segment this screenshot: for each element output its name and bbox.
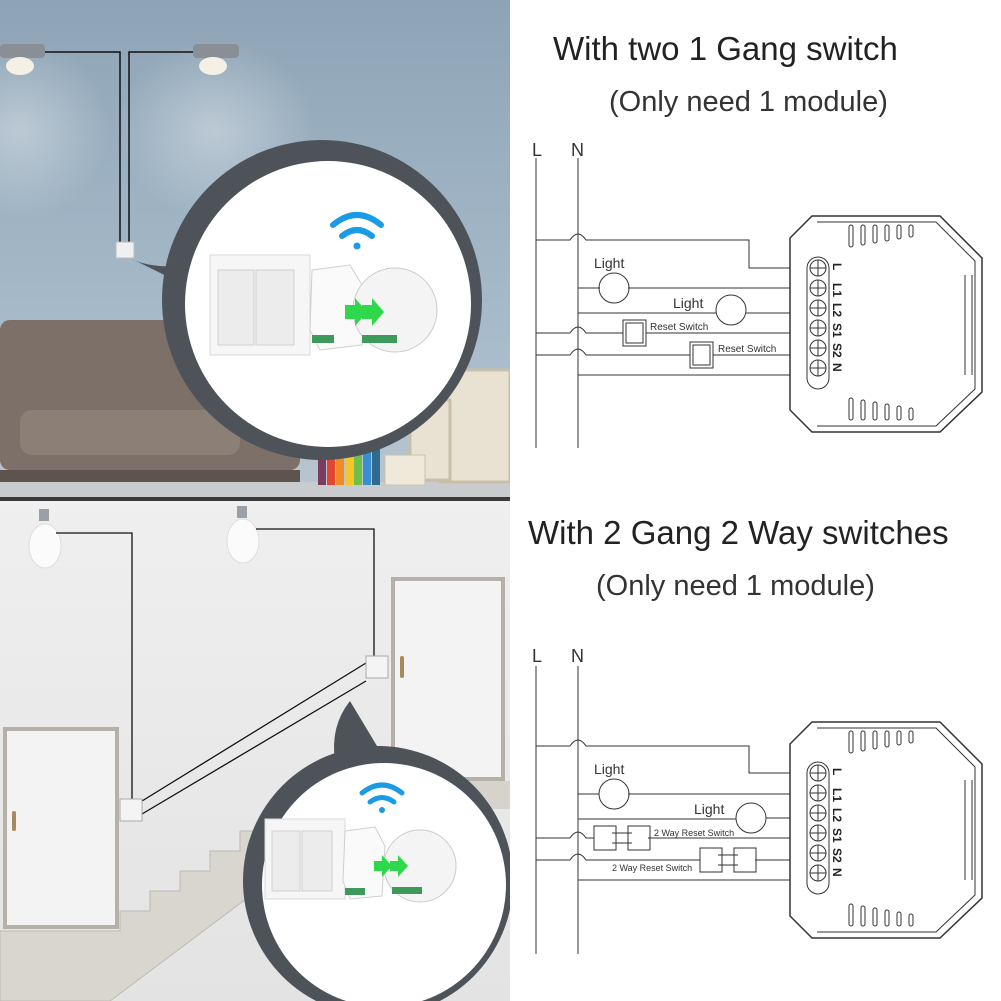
- wifi-icon: [359, 782, 405, 813]
- module-pins: [848, 730, 914, 927]
- light-label-2: Light: [673, 295, 703, 311]
- two-gang-wall-switch-icon: [209, 254, 311, 356]
- ceiling-spotlight-icon: [193, 44, 239, 75]
- svg-text:S2: S2: [830, 343, 844, 358]
- smart-switch-module-icon: [342, 826, 386, 900]
- colored-books: [318, 440, 426, 486]
- green-arrow-icon: [374, 855, 408, 877]
- door-left: [3, 727, 119, 929]
- rail-label-n: N: [571, 140, 584, 160]
- panel-divider: [0, 497, 510, 503]
- bottom-panel-title: With 2 Gang 2 Way switches: [528, 514, 949, 551]
- svg-text:L1: L1: [830, 788, 844, 802]
- rail-label-l: L: [532, 140, 542, 160]
- staircase: [0, 830, 271, 1001]
- wiring-diagram-bottom: L N Light Light 2 Way Reset Switch 2 Way…: [532, 646, 983, 954]
- top-panel-title: With two 1 Gang switch: [553, 30, 898, 67]
- rail-label-n: N: [571, 646, 584, 666]
- smart-switch-module-icon: [309, 264, 366, 351]
- living-room-scene: [0, 0, 510, 500]
- light-label-1: Light: [594, 761, 624, 777]
- module-pins: [848, 224, 914, 421]
- terminal-screws: [809, 764, 827, 882]
- svg-text:L1: L1: [830, 283, 844, 297]
- green-arrow-icon: [345, 298, 384, 326]
- reset-switch-label-1: Reset Switch: [650, 322, 708, 333]
- svg-text:L: L: [830, 263, 844, 270]
- svg-text:S1: S1: [830, 323, 844, 338]
- light-bulb-icon: [28, 509, 62, 569]
- top-panel-subtitle: (Only need 1 module): [609, 86, 888, 118]
- reset-switch-label-2: Reset Switch: [718, 344, 776, 355]
- ceiling-spotlight-icon: [0, 44, 45, 75]
- svg-text:N: N: [830, 363, 844, 372]
- two-way-switch-label-2: 2 Way Reset Switch: [612, 863, 692, 873]
- svg-text:L2: L2: [830, 808, 844, 822]
- two-way-switch-label-1: 2 Way Reset Switch: [654, 828, 734, 838]
- svg-text:S2: S2: [830, 848, 844, 863]
- wiring-diagram-top: L N Light Light Reset Switch Reset Switc…: [532, 140, 983, 448]
- living-room-illustration: [0, 40, 510, 500]
- staircase-scene: [0, 501, 510, 1001]
- terminal-labels: L L1 L2 S1 S2 N: [830, 768, 844, 877]
- light-bulb-icon: [226, 506, 260, 564]
- terminal-labels: L L1 L2 S1 S2 N: [830, 263, 844, 372]
- rail-label-l: L: [532, 646, 542, 666]
- door-right: [391, 577, 505, 781]
- light-label-1: Light: [594, 255, 624, 271]
- two-gang-wall-switch-icon: [264, 818, 346, 900]
- svg-text:L: L: [830, 768, 844, 775]
- bottom-panel-subtitle: (Only need 1 module): [596, 570, 875, 602]
- light-label-2: Light: [694, 801, 724, 817]
- svg-text:L2: L2: [830, 303, 844, 317]
- terminal-screws: [809, 259, 827, 377]
- svg-text:N: N: [830, 868, 844, 877]
- staircase-illustration: [0, 506, 510, 1001]
- wifi-icon: [330, 212, 384, 250]
- svg-text:S1: S1: [830, 828, 844, 843]
